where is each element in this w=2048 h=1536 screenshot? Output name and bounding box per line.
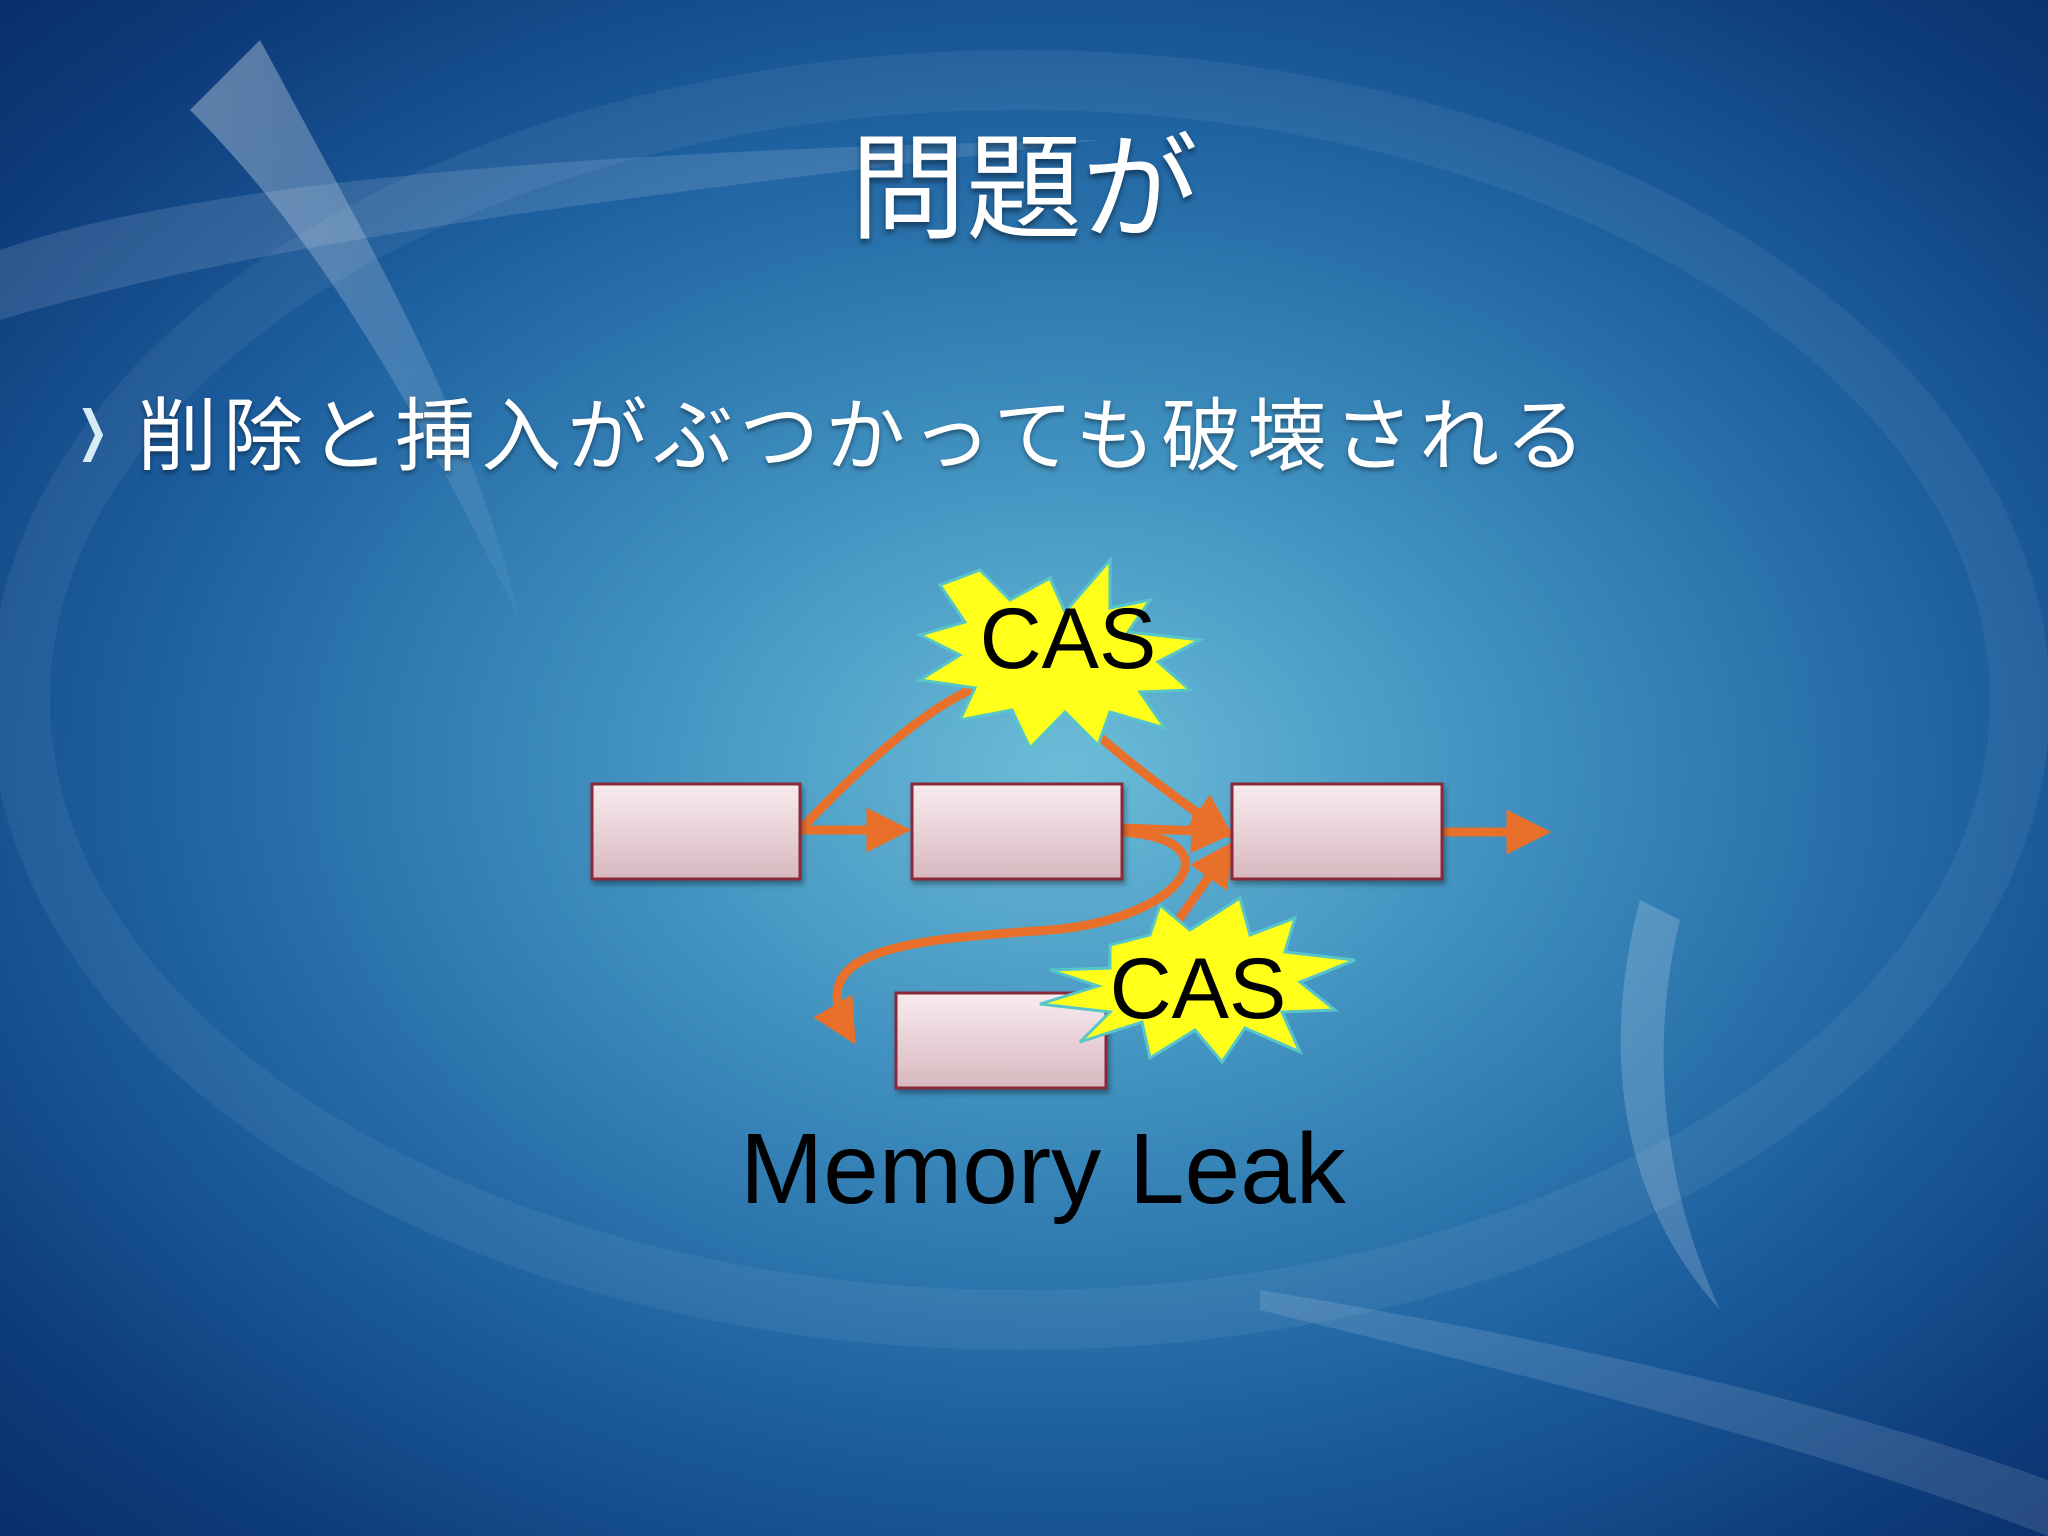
cas-label-top: CAS [980, 591, 1157, 687]
cas-burst-bottom: CAS [1039, 895, 1356, 1065]
slide-title: 問題が [850, 122, 1198, 257]
memory-leak-caption: Memory Leak [740, 1113, 1346, 1225]
chevron-bullet-icon: ❯ [76, 398, 109, 462]
cas-label-bottom: CAS [1110, 941, 1287, 1037]
list-node-1 [590, 782, 802, 881]
arrow-node2-to-node4-loop [813, 827, 1190, 1045]
bullet-text: 削除と挿入がぶつかっても破壊される [137, 390, 1592, 483]
arrow-node2-to-node3 [1117, 808, 1237, 854]
list-node-2 [910, 782, 1124, 881]
bullet-item: ❯ 削除と挿入がぶつかっても破壊される [70, 372, 1591, 488]
list-node-3 [1230, 782, 1444, 881]
cas-burst-top: CAS [915, 555, 1206, 751]
